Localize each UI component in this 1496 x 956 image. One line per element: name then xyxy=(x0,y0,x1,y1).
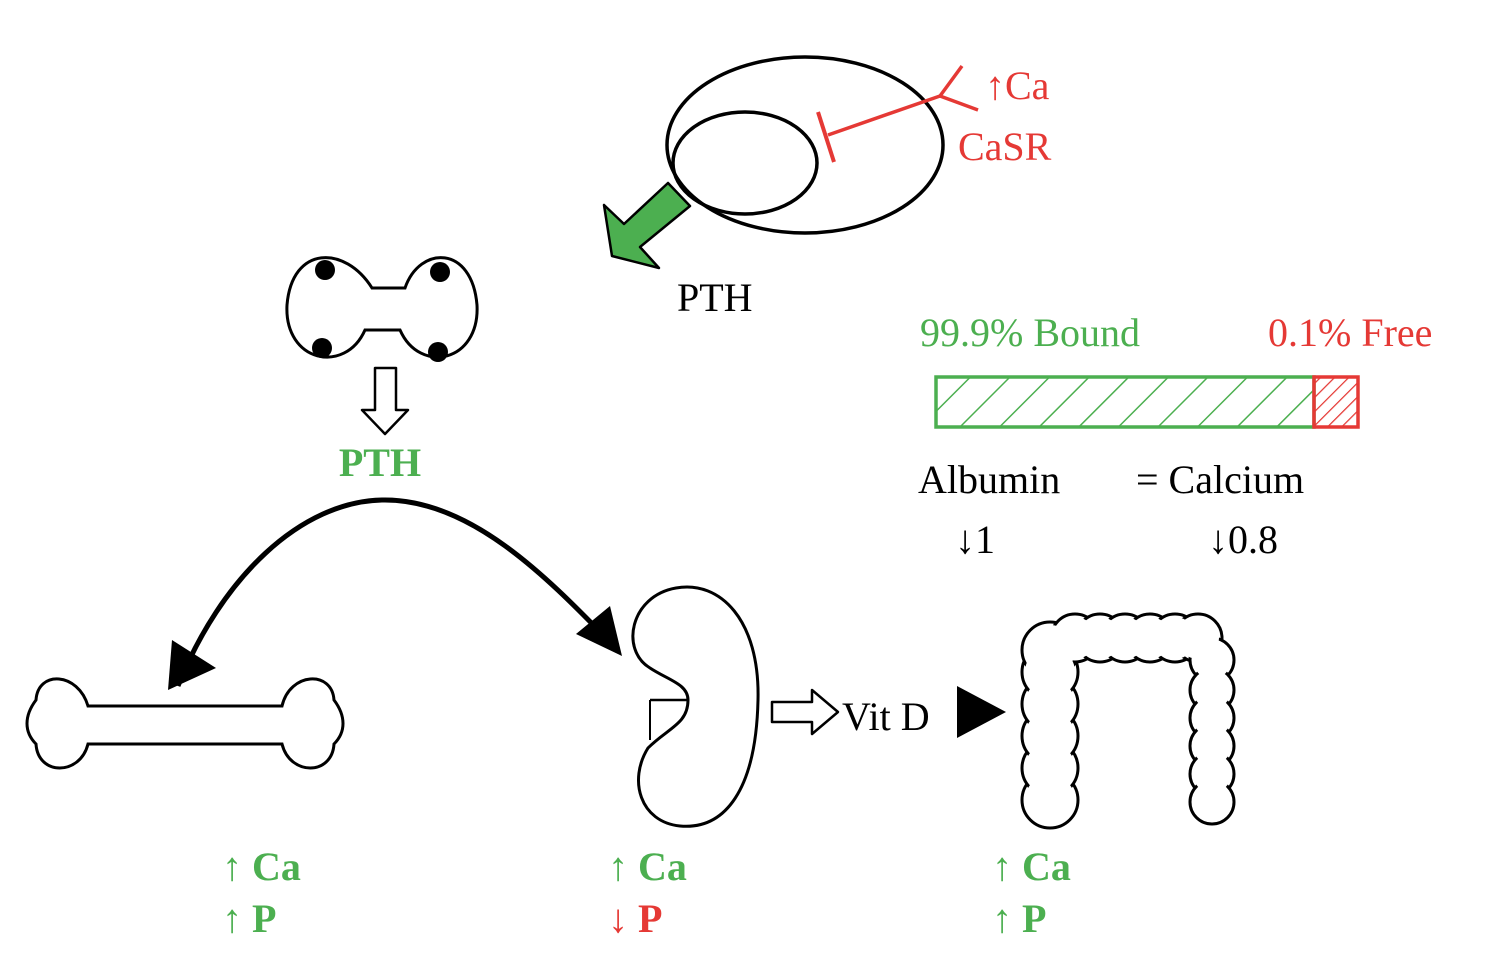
intestine-icon xyxy=(1020,612,1236,830)
ca-increase-signal-label: ↑Ca xyxy=(985,63,1050,108)
parathyroid-cell xyxy=(665,55,945,235)
kidney-p-effect: ↓ P xyxy=(608,896,662,941)
intestine-ca-effect: ↑ Ca xyxy=(992,844,1071,889)
gland-dot-top-left xyxy=(315,260,335,280)
gland-dot-bottom-right xyxy=(428,342,448,362)
casr-receptor-arm-bottom xyxy=(939,94,979,112)
albumin-label: Albumin xyxy=(918,457,1060,502)
intestine-segment-fill xyxy=(1193,671,1231,709)
parathyroid-gland-icon xyxy=(285,256,479,362)
arrow-to-kidney xyxy=(384,497,610,642)
gland-dot-bottom-left xyxy=(312,338,332,358)
bone-ca-effect: ↑ Ca xyxy=(222,844,301,889)
bound-fraction-bar xyxy=(934,375,1316,429)
intestine-segment-fill xyxy=(1193,699,1231,737)
arrow-to-bone-head-icon xyxy=(168,640,216,690)
calcium-change-label: ↓0.8 xyxy=(1208,517,1278,562)
secretion-arrow-icon xyxy=(602,181,692,270)
bound-label: 99.9% Bound xyxy=(920,310,1140,355)
vitd-label: Vit D xyxy=(842,694,930,739)
calcium-equivalence-label: = Calcium xyxy=(1136,457,1304,502)
casr-inhibition xyxy=(816,64,979,163)
casr-label: CaSR xyxy=(958,124,1052,169)
bone-p-effect: ↑ P xyxy=(222,896,276,941)
free-label: 0.1% Free xyxy=(1268,310,1432,355)
calcium-distribution-bar xyxy=(934,375,1360,429)
vitd-triangle-arrow-icon xyxy=(957,686,1006,738)
inhibition-line xyxy=(827,94,941,137)
free-fraction-bar xyxy=(1312,375,1360,429)
albumin-change-label: ↓1 xyxy=(955,517,995,562)
intestine-segment-fill xyxy=(1193,641,1231,679)
down-arrow-icon xyxy=(360,366,410,436)
kidney-ca-effect: ↑ Ca xyxy=(608,844,687,889)
intestine-segment-fill xyxy=(1193,755,1231,793)
gland-dot-top-right xyxy=(430,262,450,282)
arrow-to-kidney-head-icon xyxy=(576,606,622,656)
right-hollow-arrow-icon xyxy=(770,688,840,736)
bone-icon xyxy=(25,677,345,770)
intestine-segment-fill xyxy=(1193,727,1231,765)
gland-pth-label: PTH xyxy=(339,440,421,485)
cell-nucleus xyxy=(671,110,819,216)
arrow-to-bone xyxy=(175,497,386,687)
casr-receptor-arm-top xyxy=(938,64,964,98)
intestine-p-effect: ↑ P xyxy=(992,896,1046,941)
pth-secretion-label: PTH xyxy=(677,275,753,320)
inhibition-bar xyxy=(816,111,836,163)
kidney-icon xyxy=(631,585,760,828)
cell-outer-membrane xyxy=(665,55,945,235)
intestine-segment-fill xyxy=(1193,783,1231,821)
